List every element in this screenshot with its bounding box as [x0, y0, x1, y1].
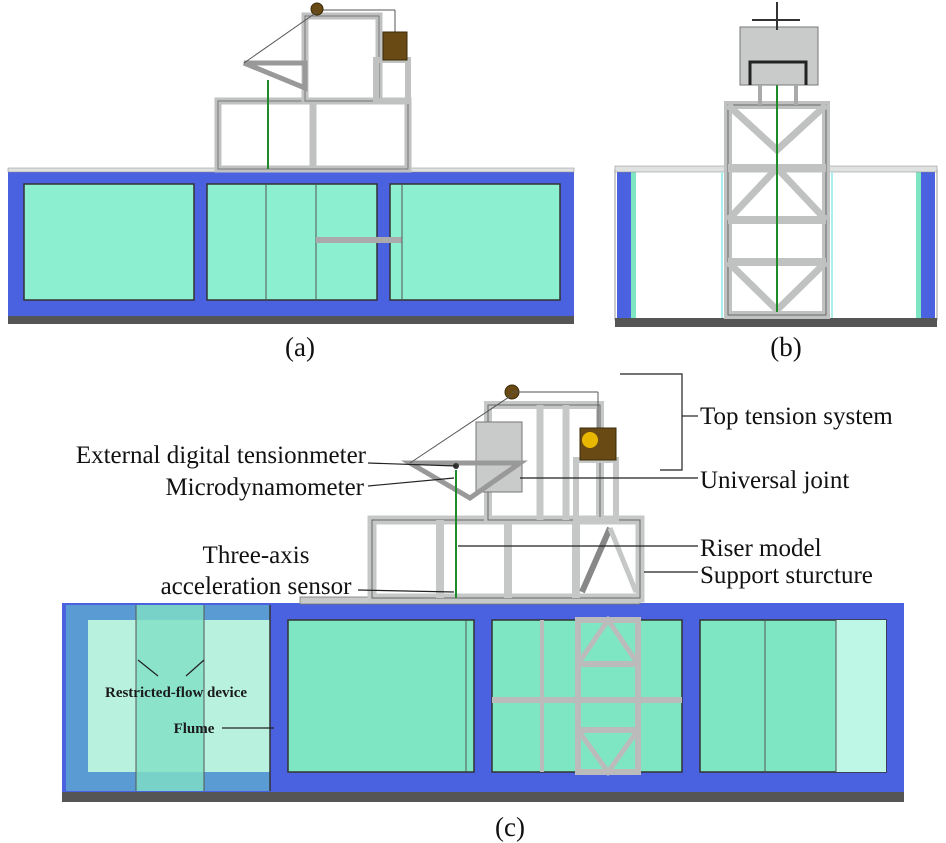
- label-three-axis-line2: acceleration sensor: [161, 573, 353, 600]
- label-external-tensionmeter: External digital tensionmeter: [76, 442, 367, 469]
- caption-c: (c): [495, 812, 525, 842]
- flume-base-a: [8, 316, 574, 324]
- panel-b-end-view: [614, 2, 938, 327]
- label-support-structure: Support sturcture: [700, 562, 873, 589]
- panel-a-side-view: [7, 2, 575, 324]
- caption-b: (b): [770, 332, 801, 362]
- label-top-tension-system: Top tension system: [700, 403, 893, 430]
- panel-c-annotated-view: [62, 384, 904, 802]
- label-restricted-flow-device: Restricted-flow device: [105, 685, 247, 701]
- caption-a: (a): [285, 332, 315, 362]
- leader-lines: [137, 373, 698, 729]
- label-flume: Flume: [174, 721, 215, 737]
- label-three-axis-line1: Three-axis: [203, 542, 310, 569]
- label-riser-model: Riser model: [700, 535, 822, 562]
- label-microdynamometer: Microdynamometer: [165, 474, 364, 501]
- label-universal-joint: Universal joint: [700, 467, 849, 494]
